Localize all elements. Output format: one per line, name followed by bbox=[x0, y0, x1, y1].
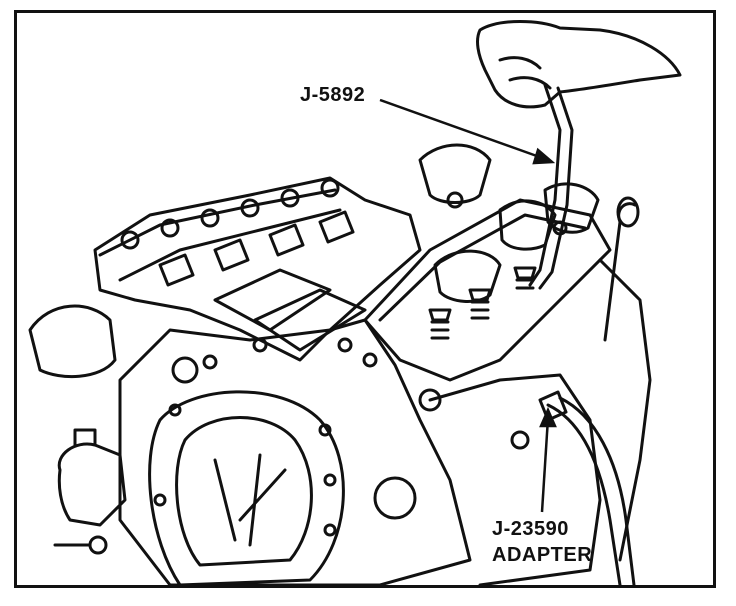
engine-block bbox=[118, 258, 652, 587]
adapter-word: ADAPTER bbox=[492, 544, 593, 566]
adapter-part-number: J-23590 bbox=[492, 518, 569, 540]
hand bbox=[476, 20, 682, 109]
dipstick bbox=[603, 196, 640, 342]
adapter-leader-arrowhead bbox=[539, 406, 557, 428]
tool-leader-arrowhead bbox=[532, 147, 556, 165]
cylinder-head bbox=[363, 143, 612, 382]
adapter-callout-label: J-23590 ADAPTER bbox=[492, 516, 592, 568]
timing-cover bbox=[148, 390, 345, 587]
intake-manifold bbox=[93, 176, 422, 362]
adapter-leader-line bbox=[540, 417, 550, 513]
tool-leader-line bbox=[379, 98, 549, 162]
tool-j5892 bbox=[528, 83, 574, 290]
tool-callout-label: J-5892 bbox=[300, 84, 366, 106]
leader-lines bbox=[379, 98, 557, 513]
fuel-pump bbox=[28, 304, 127, 555]
